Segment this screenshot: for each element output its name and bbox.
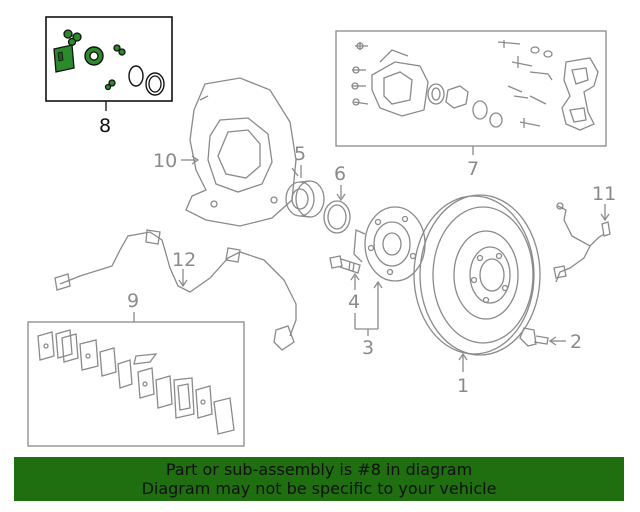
callout-10: 10 [153, 150, 177, 172]
callout-5: 5 [294, 143, 306, 165]
callout-6: 6 [334, 163, 346, 185]
brake-hose [553, 202, 611, 283]
callout-11: 11 [592, 183, 616, 205]
callout-3-leader [354, 280, 383, 336]
callout-3: 3 [362, 337, 374, 359]
callout-1: 1 [457, 375, 469, 397]
callout-12: 12 [172, 249, 196, 271]
seal-kit-box[interactable] [45, 16, 173, 111]
banner-line-2: Diagram may not be specific to your vehi… [141, 479, 497, 498]
brake-pad-box [27, 312, 245, 447]
info-banner: Part or sub-assembly is #8 in diagram Di… [14, 457, 624, 501]
banner-line-1: Part or sub-assembly is #8 in diagram [165, 460, 473, 479]
callout-4: 4 [348, 291, 360, 313]
caliper-assembly-box [335, 30, 607, 155]
wheel-speed-sensor [54, 229, 297, 351]
wheel-stud [329, 255, 361, 290]
callout-8: 8 [99, 115, 111, 137]
rotor-screw [519, 327, 566, 347]
splash-shield [181, 77, 299, 227]
callout-7: 7 [467, 158, 479, 180]
wheel-bearing [285, 165, 325, 218]
wheel-hub [353, 206, 426, 282]
callout-9: 9 [127, 290, 139, 312]
callout-2: 2 [570, 331, 582, 353]
snap-ring [323, 185, 351, 234]
brake-rotor [413, 194, 541, 372]
